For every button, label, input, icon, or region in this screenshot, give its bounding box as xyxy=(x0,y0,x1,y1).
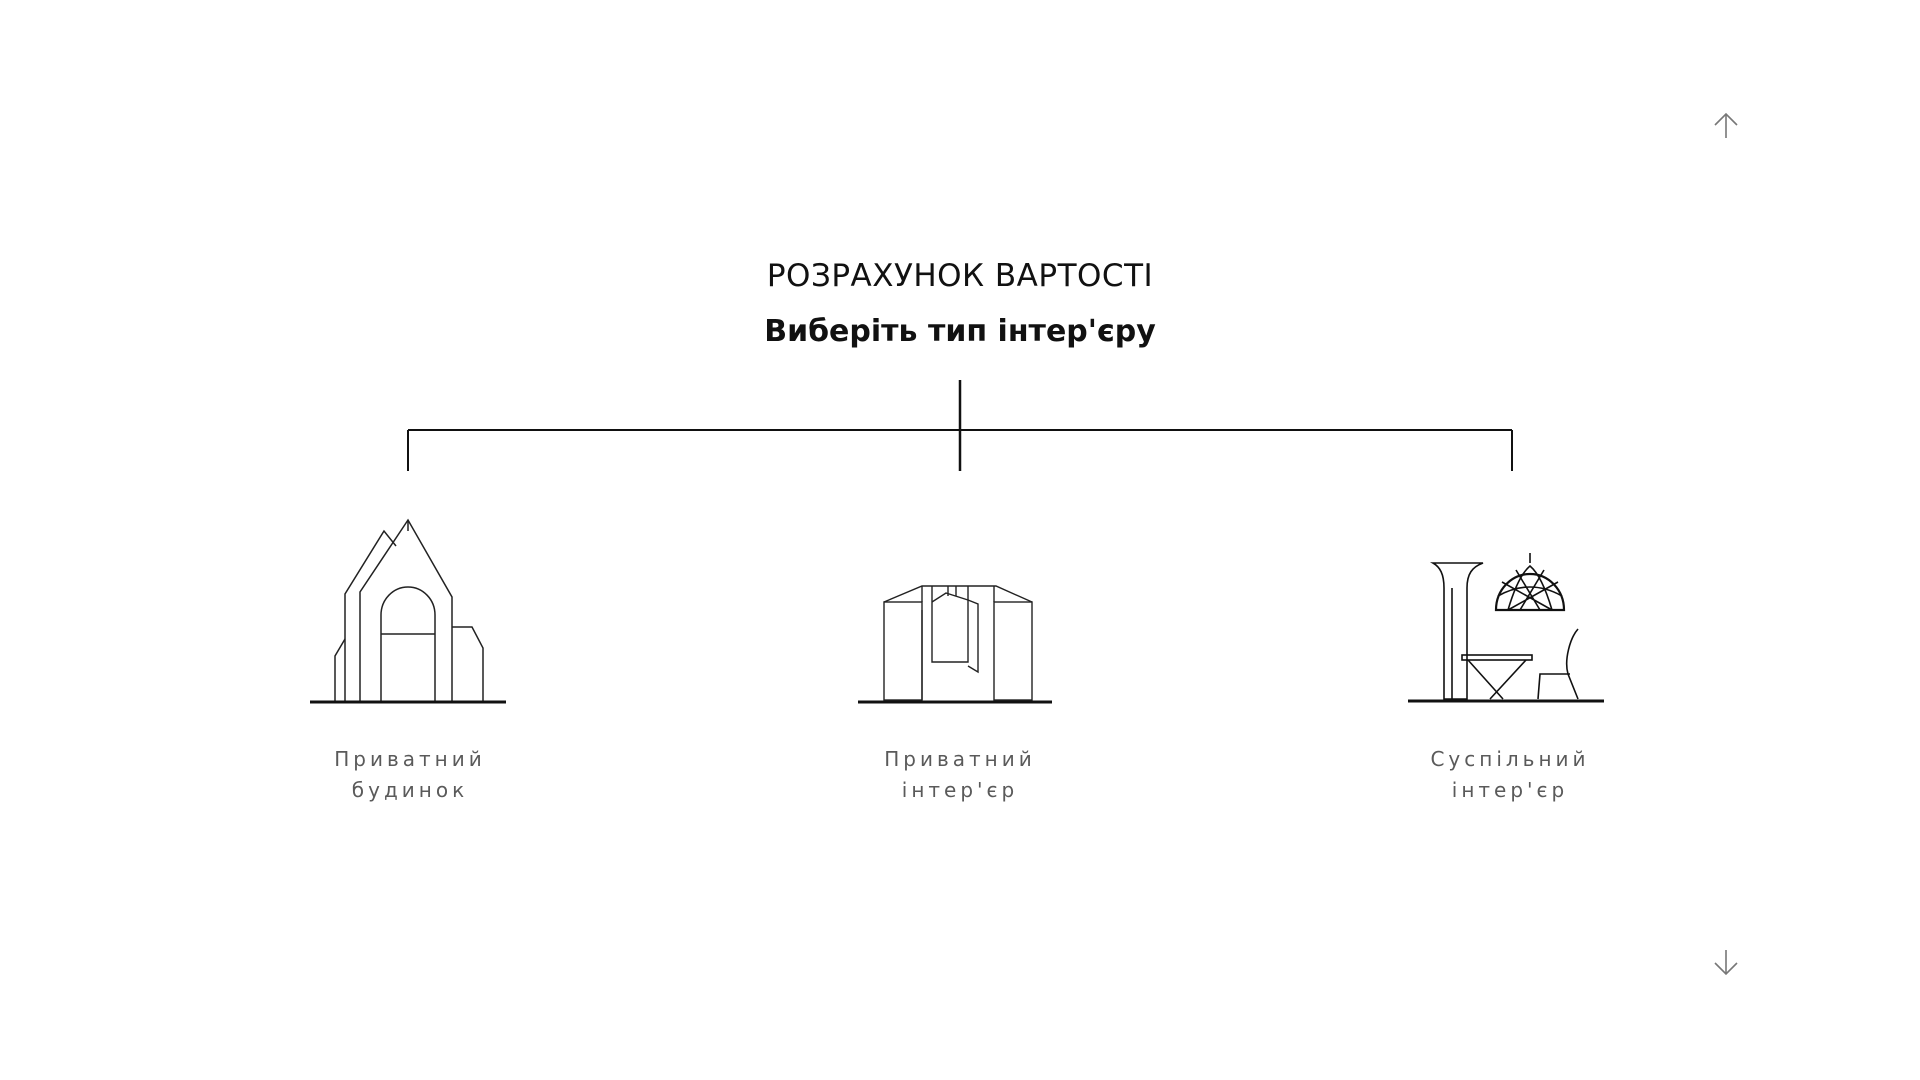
arrow-up-icon xyxy=(1714,112,1738,138)
option-label-line1: Приватний xyxy=(334,747,486,771)
option-label-line2: інтер'єр xyxy=(901,778,1019,802)
private-interior-icon xyxy=(858,585,1052,704)
option-label: Приватний інтер'єр xyxy=(850,744,1070,806)
page-title: РОЗРАХУНОК ВАРТОСТІ xyxy=(766,258,1154,294)
option-label: Суспільний інтер'єр xyxy=(1400,744,1620,806)
option-label-line1: Приватний xyxy=(884,747,1036,771)
option-label-line1: Суспільний xyxy=(1430,747,1590,771)
option-label: Приватний будинок xyxy=(300,744,520,806)
option-label-line2: будинок xyxy=(351,778,469,802)
scroll-up-button[interactable] xyxy=(1706,106,1746,146)
option-private-interior[interactable]: Приватний інтер'єр xyxy=(850,510,1070,810)
page-subtitle: Виберіть тип інтер'єру xyxy=(764,314,1156,349)
house-icon xyxy=(310,518,506,704)
arrow-down-icon xyxy=(1714,950,1738,976)
option-private-house[interactable]: Приватний будинок xyxy=(300,510,520,810)
option-public-interior[interactable]: Суспільний інтер'єр xyxy=(1400,510,1620,810)
scroll-down-button[interactable] xyxy=(1706,942,1746,982)
option-label-line2: інтер'єр xyxy=(1451,778,1569,802)
public-interior-icon xyxy=(1408,553,1604,703)
